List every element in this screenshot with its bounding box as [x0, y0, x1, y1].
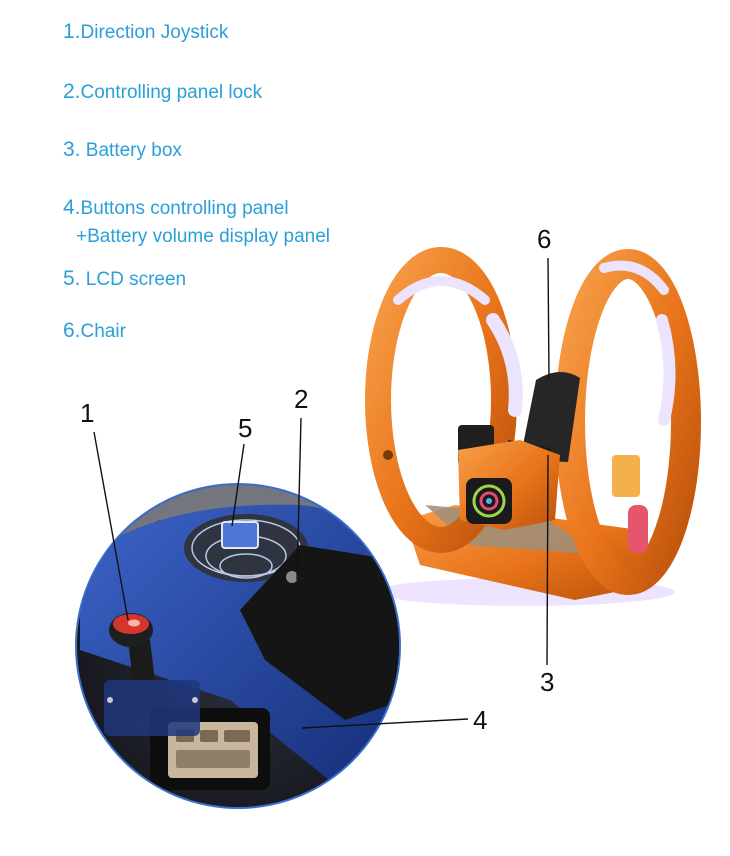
- callout-4: 4: [473, 705, 488, 735]
- left-ring: [365, 247, 523, 553]
- side-light-bar: [612, 455, 640, 497]
- legend-item-5: 5. LCD screen: [63, 267, 186, 291]
- legend-number: 2.: [63, 80, 81, 103]
- legend-item-4: 4.Buttons controlling panel: [63, 196, 289, 220]
- control-panel-lock-cover: [240, 545, 399, 720]
- legend-label: Chair: [80, 321, 126, 342]
- legend-item-2: 2.Controlling panel lock: [63, 80, 262, 104]
- leader-line-6: [547, 257, 550, 379]
- side-bumper: [628, 505, 648, 553]
- leader-line-1: [93, 431, 129, 621]
- legend-number: 3.: [63, 138, 81, 161]
- legend-item-1: 1.Direction Joystick: [63, 20, 228, 44]
- right-ring: [555, 249, 701, 595]
- legend-item-4-continued: +Battery volume display panel: [76, 226, 330, 248]
- legend-label: Direction Joystick: [80, 22, 229, 43]
- legend-label: Controlling panel lock: [80, 82, 263, 103]
- callout-2: 2: [294, 384, 309, 414]
- lock-screw: [286, 571, 298, 583]
- legend-number: 4.: [63, 196, 81, 219]
- leader-line-3: [546, 454, 549, 666]
- legend-item-3: 3. Battery box: [63, 138, 182, 162]
- legend-number: 5.: [63, 267, 81, 290]
- callout-5: 5: [238, 413, 253, 443]
- callout-1: 1: [80, 398, 95, 428]
- legend-number: 1.: [63, 20, 81, 43]
- leader-line-4: [301, 718, 469, 729]
- chair: [520, 371, 580, 462]
- lcd-screen: [221, 521, 259, 549]
- callout-6: 6: [537, 224, 552, 254]
- legend-label: Battery box: [80, 140, 182, 161]
- legend-number: 6.: [63, 319, 81, 342]
- legend-label: LCD screen: [80, 269, 187, 290]
- machine-illustration: [365, 247, 701, 606]
- leader-line-2: [296, 417, 302, 581]
- legend-item-6: 6.Chair: [63, 319, 126, 343]
- legend-label: Buttons controlling panel: [80, 198, 289, 219]
- leader-line-5: [231, 443, 245, 527]
- leader-lines: [93, 257, 550, 729]
- callout-3: 3: [540, 667, 555, 697]
- legend-label: +Battery volume display panel: [76, 226, 331, 247]
